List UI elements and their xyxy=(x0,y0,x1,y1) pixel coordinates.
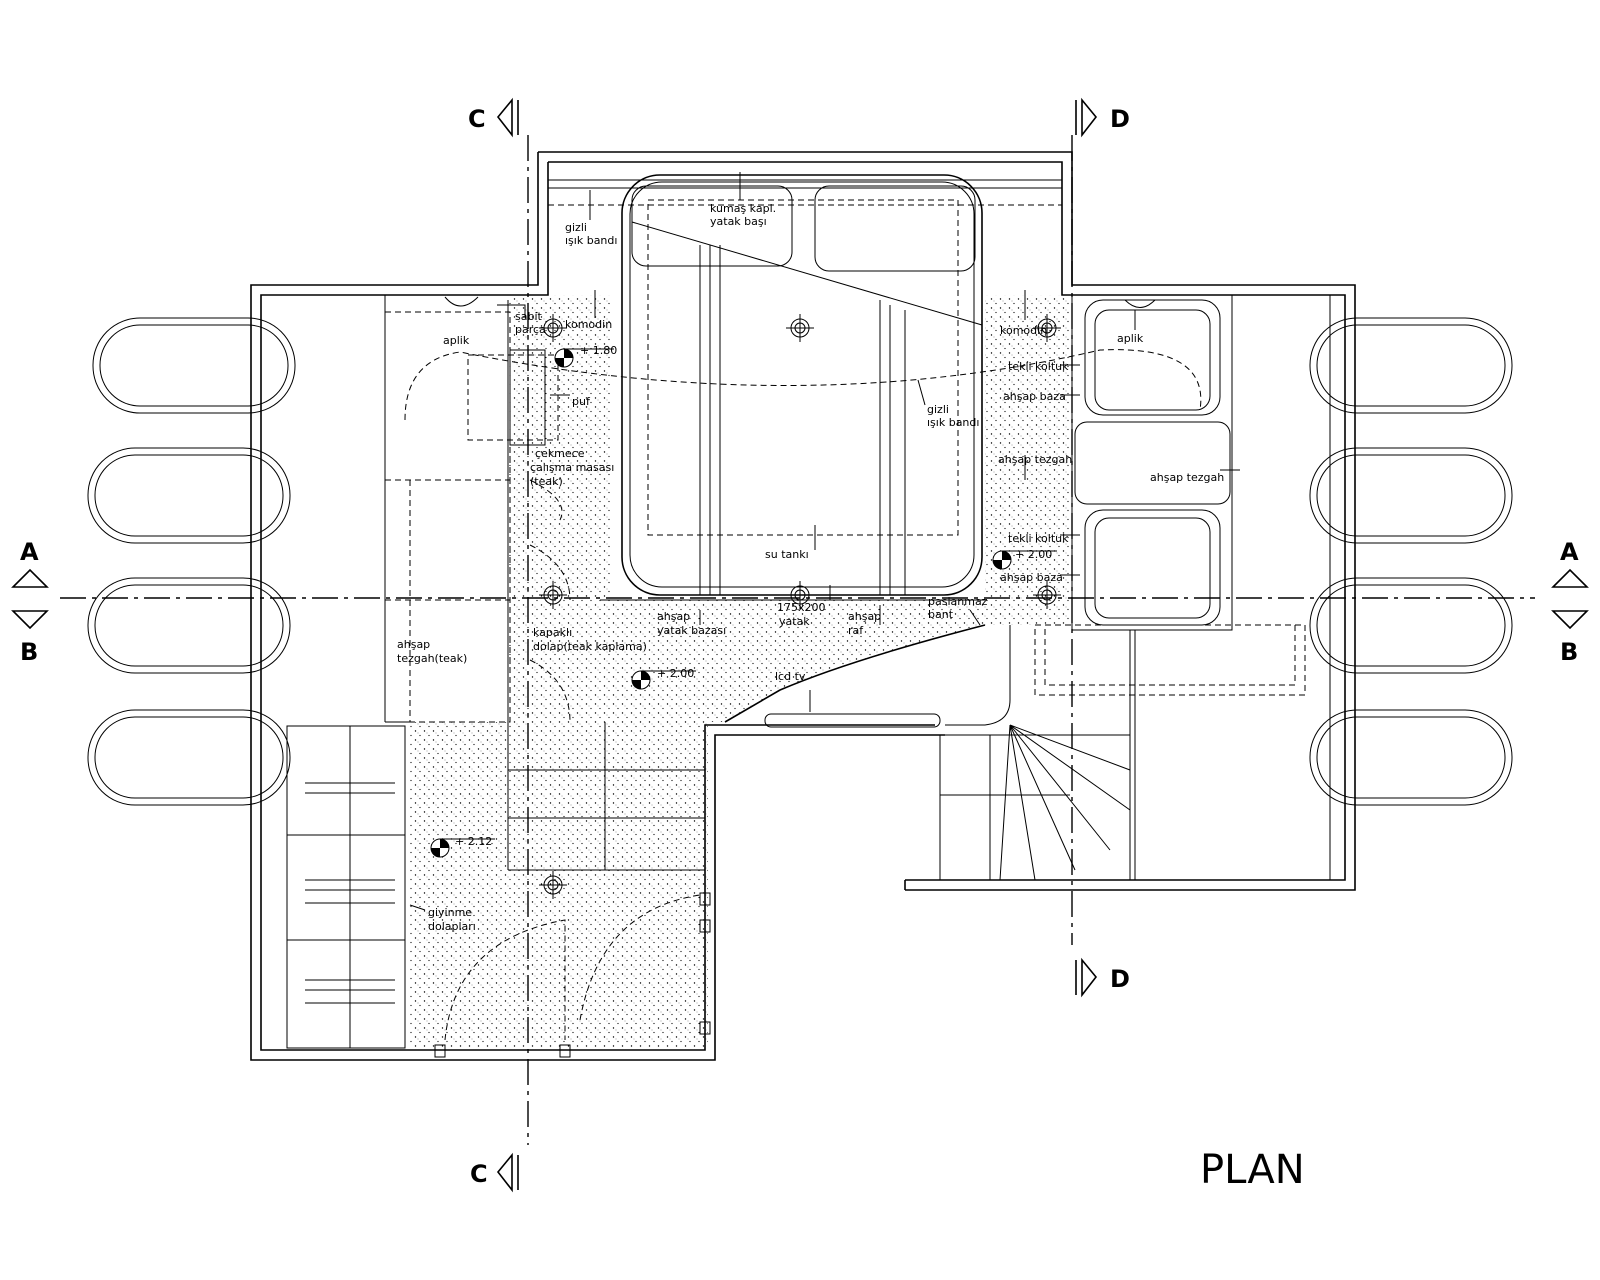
label-kumas-kapl: kumaş kapl. xyxy=(710,202,776,215)
staircase xyxy=(939,630,1136,881)
leader-lines xyxy=(409,172,1240,911)
label-tekli-koltuk-2: tekli koltuk xyxy=(1008,532,1069,545)
wardrobe xyxy=(286,725,406,1049)
corridor-cabinets xyxy=(444,300,705,1041)
label-ahsap-tez-teak-1: ahşap xyxy=(397,638,430,651)
right-seating xyxy=(1071,294,1331,880)
label-isik-bandi-1: ışık bandı xyxy=(565,234,617,247)
label-bant: bant xyxy=(928,608,954,621)
label-kapakli-2: dolap(teak kaplama) xyxy=(533,640,647,653)
label-ahsap-raf-2: raf xyxy=(848,624,864,637)
section-a-right: A xyxy=(1560,538,1579,566)
label-cekmece: çekmece xyxy=(535,447,585,460)
label-gizli-2: gizli xyxy=(927,403,949,416)
label-level-180: + 1.80 xyxy=(580,344,617,357)
hidden-light-band xyxy=(404,349,1202,421)
label-level-200-mid: + 2.00 xyxy=(657,667,694,680)
section-d-bottom: D xyxy=(1110,965,1130,993)
section-lines xyxy=(60,135,1535,1145)
label-su-tanki: su tankı xyxy=(765,548,809,561)
left-fenders xyxy=(87,317,296,806)
label-yatak: yatak xyxy=(779,615,810,628)
section-b-right: B xyxy=(1560,638,1578,666)
label-ahsap-yb-1: ahşap xyxy=(657,610,690,623)
label-tekli-koltuk-1: tekli koltuk xyxy=(1008,360,1069,373)
label-calisma-masasi: çalışma masası xyxy=(530,461,614,474)
label-sabit: sabit xyxy=(515,310,543,323)
section-d-top: D xyxy=(1110,105,1130,133)
label-ahsap-tezgah-2: ahşap tezgah xyxy=(1150,471,1224,484)
bed xyxy=(600,174,985,601)
label-teak: (teak) xyxy=(530,475,563,488)
page-title: PLAN xyxy=(1200,1147,1305,1193)
label-isik-bandi-2: ışık bandı xyxy=(927,416,979,429)
label-ahsap-tezgah-1: ahşap tezgah xyxy=(998,453,1072,466)
label-level-200-right: + 2.00 xyxy=(1015,548,1052,561)
label-aplik-left: aplik xyxy=(443,334,470,347)
floor-hatch xyxy=(410,295,1070,1047)
label-ahsap-tez-teak-2: tezgah(teak) xyxy=(397,652,467,665)
label-puf: puf xyxy=(572,395,591,408)
label-parca: parça xyxy=(515,323,546,336)
label-giyinme-2: dolapları xyxy=(428,920,476,933)
headboard-ledge xyxy=(548,179,1062,206)
label-komodin-left: komodin xyxy=(565,318,612,331)
label-paslanmaz: paslanmaz xyxy=(928,595,988,608)
label-ahsap-yb-2: yatak bazası xyxy=(657,624,726,637)
left-bench xyxy=(384,295,559,723)
label-giyinme-1: giyinme xyxy=(428,906,472,919)
light-fixtures xyxy=(539,314,1061,899)
label-ahsap-baza-1: ahşap baza xyxy=(1003,390,1066,403)
label-lcd-tv: lcd tv xyxy=(775,670,806,683)
label-komodin-right: komodin xyxy=(1000,324,1047,337)
label-yatak-size: 175x200 xyxy=(777,601,826,614)
label-gizli-1: gizli xyxy=(565,221,587,234)
section-a-left: A xyxy=(20,538,39,566)
label-yatak-basi: yatak başı xyxy=(710,215,767,228)
label-ahsap-baza-2: ahşap baza xyxy=(1000,571,1063,584)
label-aplik-right: aplik xyxy=(1117,332,1144,345)
door-hardware xyxy=(434,892,711,1058)
section-c-bottom: C xyxy=(470,1160,488,1188)
annotations: kumaş kapl. yatak başı gizli ışık bandı … xyxy=(397,202,1224,933)
curved-shelf xyxy=(724,624,1306,728)
label-kapakli-1: kapaklı xyxy=(533,626,572,639)
level-markers xyxy=(430,348,1057,858)
label-ahsap-raf-1: ahşap xyxy=(848,610,881,623)
right-fenders xyxy=(1309,317,1513,806)
section-c-top: C xyxy=(468,105,486,133)
section-b-left: B xyxy=(20,638,38,666)
label-level-212: + 2.12 xyxy=(455,835,492,848)
section-markers xyxy=(11,97,1589,1193)
